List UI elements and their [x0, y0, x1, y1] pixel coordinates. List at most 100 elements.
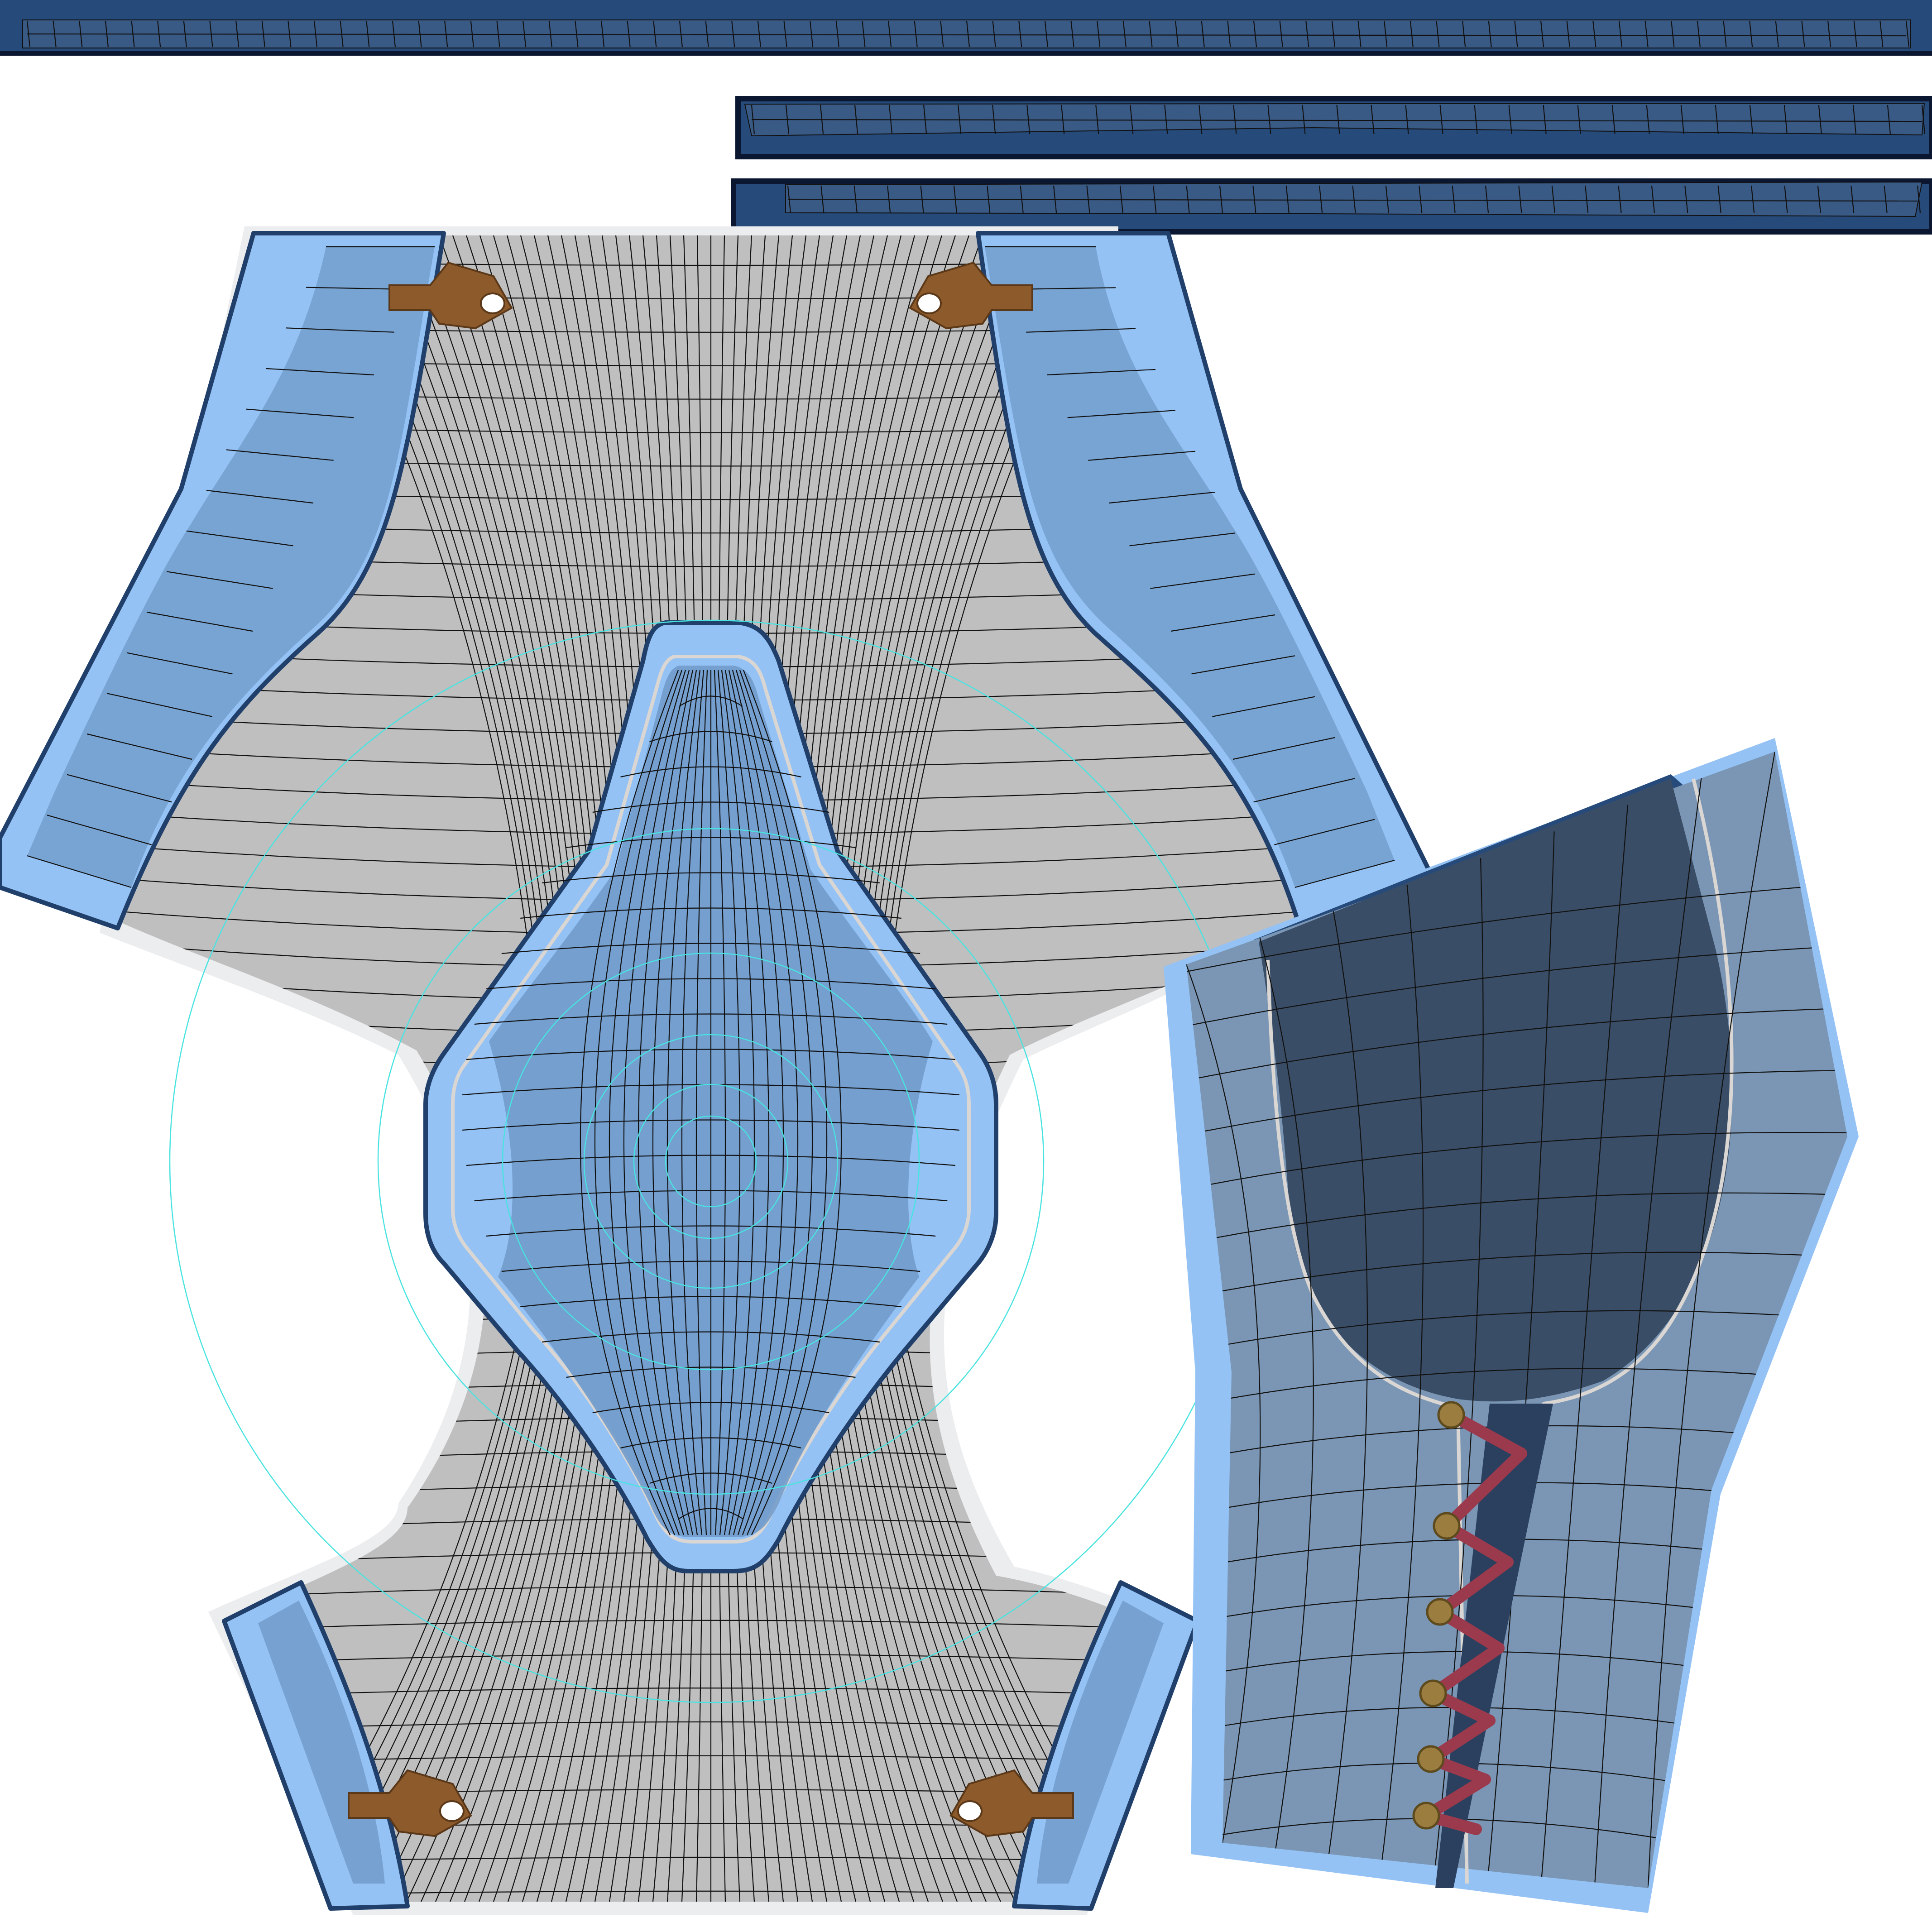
strip-grid-line	[1749, 105, 1753, 134]
right-mesh-line	[1186, 944, 1847, 1029]
strip-grid-line	[1884, 185, 1888, 213]
band-grid-line	[1170, 614, 1275, 632]
crotch-mesh-line	[520, 1296, 901, 1308]
strip-grid-line	[966, 20, 970, 48]
band-grid-line	[206, 489, 314, 504]
strip-grid-line	[1302, 105, 1306, 134]
strip-grid-line	[1671, 20, 1675, 48]
crotch-mesh-line	[486, 978, 936, 990]
crotch-mesh-line	[609, 670, 686, 1535]
band-grid-line	[1108, 491, 1216, 504]
strip-grid-line	[887, 20, 892, 48]
tab-hole	[480, 292, 505, 314]
strip-grid-line	[1419, 185, 1423, 213]
band-grid-line	[86, 733, 192, 760]
strip-grid-line	[1775, 20, 1779, 48]
band-grid-line	[1088, 451, 1196, 461]
strip-grid-line	[1219, 185, 1223, 213]
strip-grid-line	[1436, 20, 1440, 48]
crotch-mesh-line	[679, 695, 743, 707]
crotch-mesh-line	[728, 670, 784, 1535]
crotch-mesh-line	[566, 837, 856, 849]
right-mesh-line	[1381, 884, 1424, 1860]
strip-grid-line	[1508, 105, 1512, 134]
strip-grid-line	[1680, 105, 1684, 134]
strip-grid-line	[1279, 20, 1283, 48]
crotch-mesh-line	[724, 670, 770, 1535]
lower-strip	[731, 178, 1932, 235]
crotch-mesh-line	[732, 670, 799, 1535]
band-grid-line	[1026, 328, 1136, 333]
crotch-mesh-line	[566, 1366, 856, 1378]
strip-grid-line	[1253, 20, 1257, 48]
strip-grid-line	[705, 20, 709, 48]
strip-grid-line	[1644, 20, 1649, 48]
band-grid-line	[226, 449, 334, 461]
strip-grid-line	[1817, 185, 1821, 213]
strip-grid-line	[1164, 105, 1168, 134]
strip-grid-line	[1818, 105, 1822, 134]
tab-hole	[916, 292, 942, 314]
strip-grid-line	[1199, 105, 1203, 134]
crotch-mesh-line	[623, 670, 690, 1535]
band-grid-line	[47, 815, 152, 845]
band-grid-line	[1294, 859, 1395, 888]
strip-grid-line	[27, 33, 1907, 37]
lace-segment	[1434, 1556, 1514, 1618]
crotch-mesh-line	[474, 1013, 948, 1025]
crotch-mesh-line	[681, 670, 705, 1535]
strip-grid-line	[810, 20, 814, 48]
strip-grid-line	[1130, 105, 1134, 134]
strip-grid-line	[1474, 105, 1478, 134]
strip-grid-line	[1070, 20, 1074, 48]
strip-grid-line	[1095, 105, 1099, 134]
strip-grid-line	[1267, 105, 1271, 134]
strip-grid-line	[1917, 185, 1921, 213]
strip-grid-line	[600, 20, 605, 48]
crotch-mesh-line	[666, 670, 701, 1535]
strip-grid-line	[575, 20, 579, 48]
crotch-mesh-line	[474, 1190, 948, 1202]
helper-circle	[502, 952, 920, 1371]
strip-grid-line	[1851, 185, 1855, 213]
helper-circle	[583, 1034, 839, 1289]
right-mesh-line	[1647, 752, 1776, 1888]
crotch-mesh-line	[620, 1437, 801, 1449]
band-grid-line	[1191, 655, 1295, 675]
strip-grid-line	[1357, 20, 1362, 48]
strip-grid-line	[1119, 185, 1123, 213]
strip-grid-line	[1783, 105, 1788, 134]
right-mesh-line	[1328, 911, 1368, 1855]
crotch-mesh-line	[739, 670, 828, 1535]
right-mesh-line	[1186, 1310, 1847, 1355]
grommet	[1437, 1401, 1465, 1429]
strip-grid-line	[1352, 185, 1356, 213]
band-grid-line	[246, 408, 354, 418]
mesh-line	[181, 1620, 1241, 1633]
crotch-mesh-line	[649, 731, 772, 743]
top-right-band	[976, 231, 1438, 928]
crotch-mesh-line	[542, 1331, 880, 1343]
middle-strip	[735, 96, 1932, 159]
crotch-mesh-line	[486, 1225, 936, 1237]
center-crotch-panel	[423, 620, 998, 1573]
strip-grid-line	[1646, 105, 1650, 134]
strip-grid-line	[940, 20, 944, 48]
strip-grid-line	[1750, 185, 1755, 213]
strip-grid-line	[1201, 20, 1205, 48]
right-mesh-line	[1186, 964, 1261, 1843]
right-mesh-line	[1186, 1007, 1847, 1083]
band-grid-line	[1274, 819, 1375, 845]
right-dark-patch	[1259, 779, 1732, 1402]
crotch-mesh-line	[580, 670, 679, 1535]
strip-grid-line	[1921, 105, 1926, 134]
strip-grid-line	[757, 20, 761, 48]
band-grid-line	[67, 774, 172, 803]
leather-tab-body	[348, 1769, 472, 1837]
right-mesh-line	[1186, 1251, 1847, 1300]
strip-grid-line	[1305, 20, 1309, 48]
tab-hole	[439, 1800, 465, 1822]
strip-grid-line	[1175, 20, 1179, 48]
strip-grid-line	[862, 20, 866, 48]
band-grid-line	[1232, 737, 1335, 760]
